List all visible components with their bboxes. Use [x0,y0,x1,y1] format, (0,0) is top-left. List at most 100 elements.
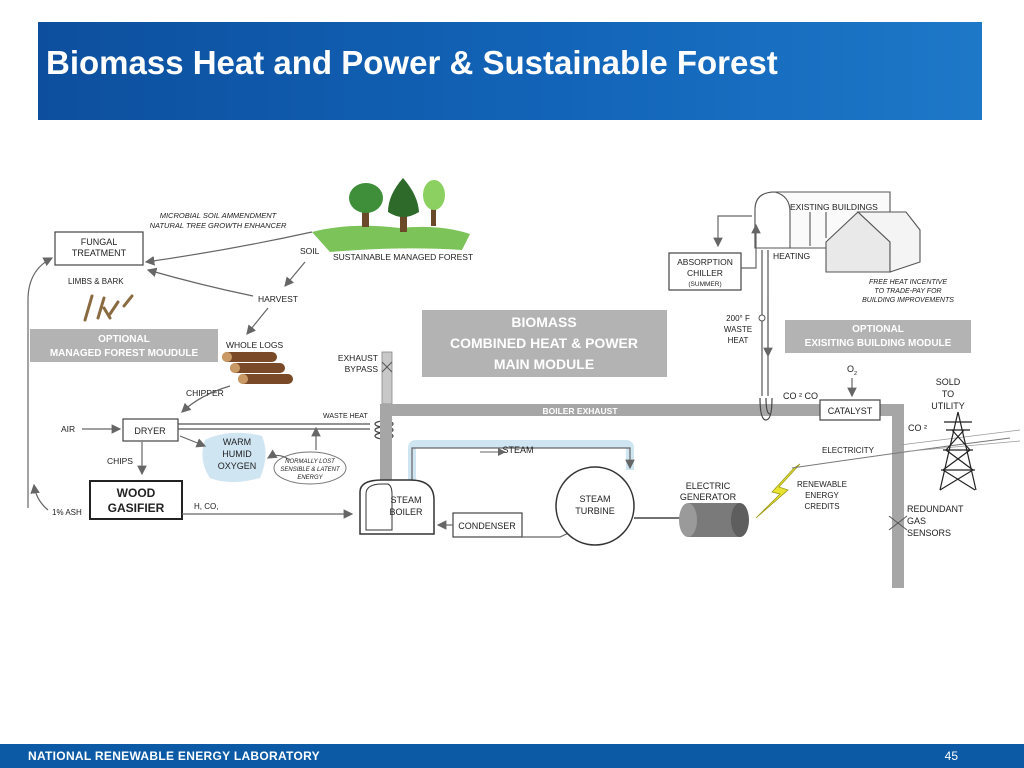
tree-icon [349,183,383,227]
exhaust-bypass-label: EXHAUST [338,353,378,363]
steam-label: STEAM [502,445,533,455]
sensors-label: REDUNDANT [907,504,964,514]
gasifier-label: WOOD [117,486,156,500]
boiler-exhaust-label: BOILER EXHAUST [542,406,618,416]
warm-oxygen-label: HUMID [222,449,252,459]
generator-label: ELECTRIC [686,481,731,491]
sold-utility-label: SOLD [936,377,961,387]
forest-grass [312,225,470,252]
heat-supply-line [761,250,769,396]
boiler-door [365,483,393,531]
arrow [146,267,254,297]
dryer-label: DRYER [134,426,166,436]
whole-logs-label: WHOLE LOGS [226,340,283,350]
electricity-line [791,437,1011,469]
house-building [825,211,921,273]
steam-turbine-label: TURBINE [575,506,615,516]
wood-gasifier-box [89,480,183,520]
arrow [27,257,54,508]
warm-air-blob [202,432,266,482]
incentive-label: FREE HEAT INCENTIVE [869,279,947,286]
co2co-label: CO ² CO [783,391,818,401]
main-module-label: MAIN MODULE [494,356,594,372]
limbs-bark-label: LIMBS & BARK [68,277,124,286]
chiller-label: (SUMMER) [688,281,721,288]
warm-oxygen-label: OXYGEN [218,461,257,471]
tree-icon [423,180,445,226]
lost-energy-label: SENSIBLE & LATENT [280,467,341,473]
logs-icon [222,352,293,384]
exhaust-bypass-label: BYPASS [345,364,379,374]
boiler-exhaust-pipe [380,404,904,416]
sold-utility-label: UTILITY [931,401,965,411]
fungal-label: TREATMENT [72,248,127,258]
steam-turbine [555,466,635,546]
fungal-treatment-box [54,231,144,266]
heat-exchanger-icon [759,397,773,421]
transmission-tower-icon [939,411,977,491]
optional-building-label: EXISITING BUILDING MODULE [805,338,952,349]
rec-label: RENEWABLE [797,480,847,489]
steam-boiler-label: STEAM [390,495,421,505]
incentive-label: BUILDING IMPROVEMENTS [862,297,954,304]
stack-pipe [892,404,904,588]
steam-loop-line [411,447,635,482]
dryer-box [122,418,179,442]
waste-heat-200-label: HEAT [728,336,749,345]
rec-label: CREDITS [804,502,839,511]
optional-building-label: OPTIONAL [852,324,904,335]
lightning-icon [755,463,801,519]
catalyst-label: CATALYST [828,406,873,416]
arrow [741,223,761,269]
optional-forest-label: MANAGED FOREST MOUDULE [50,348,199,359]
air-label: AIR [61,424,75,434]
arrow [30,483,49,511]
chips-label: CHIPS [107,456,133,466]
o2-subscript: 2 [854,371,857,377]
warm-oxygen-label: WARM [223,437,251,447]
absorption-chiller-box [668,252,742,291]
footer-bar: NATIONAL RENEWABLE ENERGY LABORATORY 45 [0,744,1024,768]
waste-heat-200-label: 200° F [726,314,750,323]
arrow [266,449,291,461]
microbial-label: NATURAL TREE GROWTH ENHANCER [150,221,287,230]
optional-building-module [785,320,971,353]
sold-utility-label: TO [942,389,954,399]
lost-energy-bubble [273,451,347,485]
arrow [144,231,313,266]
rec-label: ENERGY [805,491,839,500]
arrow [246,307,269,335]
sensors-label: SENSORS [907,528,951,538]
arrow [284,261,306,287]
lost-energy-label: NORMALLY LOST [285,459,336,465]
ash-label: 1% ASH [52,508,82,517]
optional-forest-module [30,329,218,362]
generator-label: GENERATOR [680,492,737,502]
tree-icon [388,178,419,232]
exhaust-bypass-pipe [381,351,393,405]
valve-icon [758,314,766,322]
main-module-box [422,310,667,377]
main-module-label: BIOMASS [511,314,576,330]
steam-boiler-label: BOILER [389,507,423,517]
chiller-label: CHILLER [687,268,723,278]
lost-energy-label: ENERGY [297,475,323,481]
arrow [179,435,207,448]
arrow [713,215,752,248]
title-bar: Biomass Heat and Power & Sustainable For… [38,22,982,120]
optional-forest-label: OPTIONAL [98,334,150,345]
steam-loop [408,440,634,482]
existing-buildings-label: EXISTING BUILDINGS [790,202,878,212]
syngas-label: H, CO, [194,502,218,511]
footer-organization: NATIONAL RENEWABLE ENERGY LABORATORY [28,749,320,763]
boiler-riser-pipe [380,404,392,480]
biomass-diagram: SUSTAINABLE MANAGED FOREST MICROBIAL SOI… [27,178,1021,588]
o2-label: O [847,364,854,374]
catalyst-box [819,399,881,421]
power-line [899,429,1021,453]
valve-icon [888,515,908,531]
chipper-label: CHIPPER [186,388,224,398]
fungal-label: FUNGAL [81,237,118,247]
gasifier-label: GASIFIER [108,501,165,515]
harvest-label: HARVEST [258,294,298,304]
